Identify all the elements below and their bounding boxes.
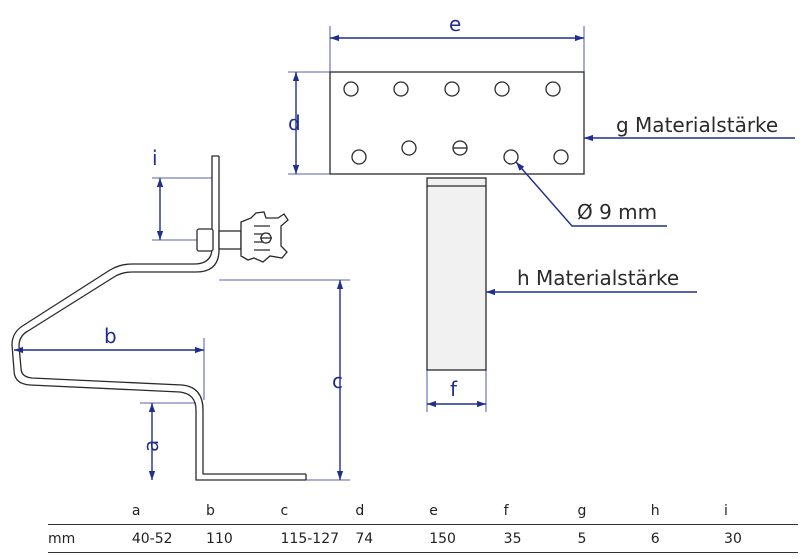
dim-d: d xyxy=(288,71,330,175)
table-header-cell: a xyxy=(131,497,207,525)
hole xyxy=(351,149,367,165)
table-header-cell: d xyxy=(355,497,430,525)
mounting-plate xyxy=(329,71,585,175)
hook-profile-outer xyxy=(11,155,306,481)
hole xyxy=(503,149,519,165)
hook-profile-inner xyxy=(18,156,306,475)
table-row: mm 40-52 110 115-127 74 150 35 5 6 30 xyxy=(48,524,798,553)
table-cell-unit: mm xyxy=(48,524,132,553)
table-header-cell: e xyxy=(429,497,504,525)
dim-c: c xyxy=(219,279,350,481)
table-header-cell: c xyxy=(280,497,356,525)
dim-f: f xyxy=(426,370,487,412)
table-cell: 115-127 xyxy=(280,524,356,553)
hole xyxy=(401,140,417,156)
side-view: i b a c xyxy=(11,146,350,481)
label-a: a xyxy=(139,440,163,452)
table-header-cell: f xyxy=(503,497,578,525)
front-view: e d f g Materialstärke h Materialstärke xyxy=(288,12,795,412)
dim-i: i xyxy=(152,146,212,241)
table-cell: 35 xyxy=(503,524,578,553)
table-header-cell xyxy=(48,497,132,525)
hole xyxy=(343,81,359,97)
bolt-clamp xyxy=(196,211,289,263)
table-header-row: a b c d e f g h i xyxy=(48,497,798,525)
hole xyxy=(553,149,569,165)
dim-a: a xyxy=(139,402,196,480)
table-cell: 110 xyxy=(206,524,281,553)
table-header-cell: g xyxy=(577,497,651,525)
label-i: i xyxy=(152,146,158,170)
table-cell: 30 xyxy=(724,524,798,553)
table-header-cell: h xyxy=(650,497,725,525)
table-cell: 6 xyxy=(650,524,725,553)
table-cell: 5 xyxy=(577,524,651,553)
table-cell: 40-52 xyxy=(131,524,207,553)
holes-bottom-row xyxy=(351,140,569,165)
leader-h: h Materialstärke xyxy=(486,266,697,296)
table-cell: 74 xyxy=(355,524,430,553)
dimension-table: a b c d e f g h i mm 40-52 110 115-127 7… xyxy=(48,497,798,553)
dim-b: b xyxy=(14,324,205,400)
label-c: c xyxy=(332,369,343,393)
hole xyxy=(444,81,460,97)
label-f: f xyxy=(450,377,458,401)
hook-stem xyxy=(426,177,487,371)
technical-drawing: i b a c xyxy=(11,12,795,481)
hole xyxy=(494,81,510,97)
label-d: d xyxy=(288,111,301,135)
holes-top-row xyxy=(343,81,561,97)
table-header-cell: b xyxy=(206,497,281,525)
label-g-material: g Materialstärke xyxy=(616,113,778,137)
leader-g: g Materialstärke xyxy=(584,113,795,142)
table-header-cell: i xyxy=(724,497,798,525)
label-hole-diameter: Ø 9 mm xyxy=(577,200,657,224)
dim-e: e xyxy=(329,12,585,72)
label-b: b xyxy=(104,324,117,348)
hole xyxy=(545,81,561,97)
label-e: e xyxy=(449,12,461,36)
label-h-material: h Materialstärke xyxy=(517,266,679,290)
hole xyxy=(393,81,409,97)
table-cell: 150 xyxy=(429,524,504,553)
leader-hole: Ø 9 mm xyxy=(515,161,667,227)
